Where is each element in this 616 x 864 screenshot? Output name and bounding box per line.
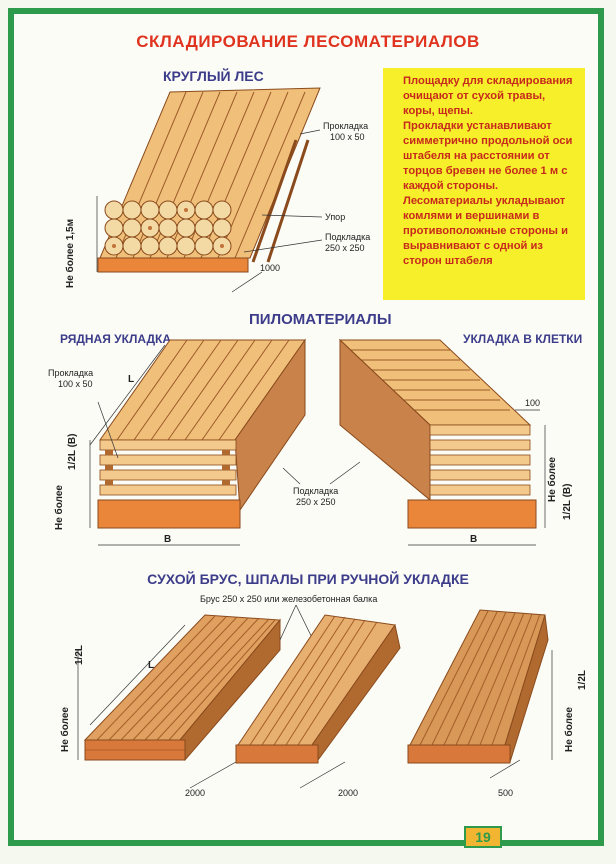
label-height-right-b: 1/2L (B) [562,484,573,521]
label-dim-2000-b: 2000 [338,788,358,798]
label-support-250x250-size: 250 x 250 [325,243,365,253]
label-height-beams-left-b: 1/2L [74,645,85,665]
lumber-support-callout: Подкладка 250 x 250 [282,461,361,507]
lumber-row-stack: Прокладка 100 x 50 L В Не более 1/2L (B) [48,338,306,546]
heading-round-timber: КРУГЛЫЙ ЛЕС [163,68,264,84]
label-spacer-100x50-size: 100 x 50 [330,132,365,142]
label-spacer-100x50: Прокладка [323,121,368,131]
heading-beams: СУХОЙ БРУС, ШПАЛЫ ПРИ РУЧНОЙ УКЛАДКЕ [147,571,469,587]
label-B-left: В [164,534,171,545]
label-spacer-left-size: 100 x 50 [58,379,93,389]
label-spacer-left: Прокладка [48,368,93,378]
info-note: Площадку для складирования очищают от су… [383,68,585,300]
label-max-height: Не более 1,5м [64,219,76,288]
heading-cell-stacking: УКЛАДКА В КЛЕТКИ [463,332,583,346]
label-L-beams: L [148,660,154,671]
round-timber-stack: Прокладка 100 x 50 Упор Подкладка 250 x … [64,87,370,293]
label-dim-2000-a: 2000 [185,788,205,798]
label-support-lumber-size: 250 x 250 [296,497,336,507]
label-height-left-b: 1/2L (B) [67,434,78,471]
page-number: 19 [464,826,502,848]
label-height-beams-left-a: Не более [59,707,71,752]
label-support-lumber: Подкладка [293,486,338,496]
label-B-right: В [470,534,477,545]
note-paragraph-3: Лесоматериалы укладывают комлями и верши… [403,195,568,267]
note-paragraph-2: Прокладки устанавливают симметрично прод… [403,120,573,192]
beam-stack-1: L 2000 Не более 1/2L [59,604,319,798]
heading-lumber: ПИЛОМАТЕРИАЛЫ [249,311,392,328]
label-height-beams-right-a: Не более [563,707,575,752]
label-dim-1000: 1000 [260,263,280,273]
label-dim-100: 100 [525,398,540,408]
beam-stack-2: 2000 [235,614,401,798]
label-height-left-a: Не более [53,485,65,530]
label-beam: Брус 250 x 250 или железобетонная балка [200,594,377,604]
label-stop: Упор [325,212,345,222]
label-height-beams-right-b: 1/2L [577,670,588,690]
label-support-250x250: Подкладка [325,232,370,242]
page-title: СКЛАДИРОВАНИЕ ЛЕСОМАТЕРИАЛОВ [136,32,480,51]
label-L-left: L [128,374,134,385]
label-dim-500: 500 [498,788,513,798]
heading-row-stacking: РЯДНАЯ УКЛАДКА [60,332,172,346]
beam-stack-3: 500 Не более 1/2L [407,609,588,798]
lumber-cell-stack: 100 В Не более 1/2L (B) [338,338,573,546]
label-height-right-a: Не более [546,457,558,502]
note-paragraph-1: Площадку для складирования очищают от су… [403,75,573,117]
